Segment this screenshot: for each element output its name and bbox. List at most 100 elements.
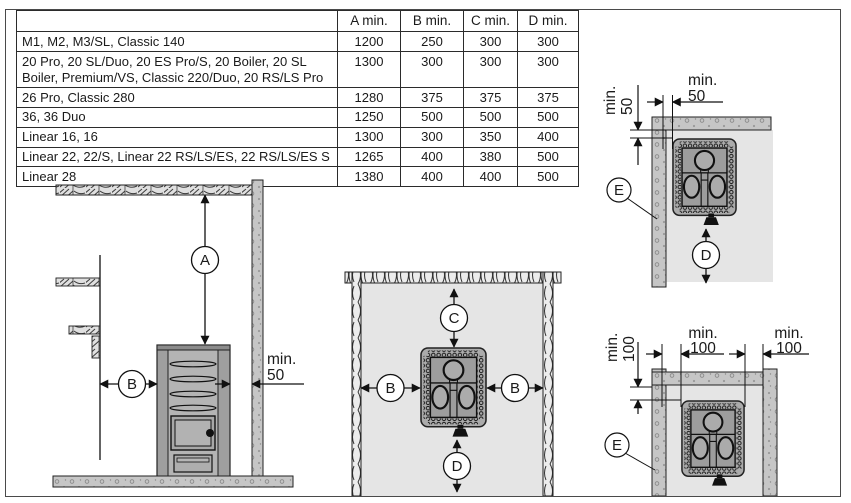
dim-label-a-circle <box>190 245 220 275</box>
b-min-cell: 375 <box>400 87 464 108</box>
d-min-cell: 500 <box>517 166 579 188</box>
models-cell: Linear 16, 16 <box>16 126 338 148</box>
a-min-cell: 1265 <box>337 146 401 168</box>
dim-label-b: B <box>510 380 520 397</box>
table-row: M1, M2, M3/SL, Classic 140 1200 250 300 … <box>16 31 579 53</box>
col-header-c: C min. <box>463 9 518 33</box>
a-min-cell: 1300 <box>337 126 401 148</box>
bench-support <box>91 335 101 359</box>
a-min-cell: 1250 <box>337 106 401 128</box>
svg-text:100: 100 <box>621 336 638 362</box>
dim-label-c: C <box>449 310 460 327</box>
masonry-wall-left <box>651 116 667 288</box>
dim-label-e-circle <box>606 177 632 203</box>
dim-label-e: E <box>612 437 622 454</box>
c-min-cell: 300 <box>463 31 518 53</box>
b-min-cell: 300 <box>400 126 464 148</box>
dim-label-b-circle <box>376 373 405 403</box>
svg-text:min.: min. <box>604 333 621 362</box>
models-cell: 20 Pro, 20 SL/Duo, 20 ES Pro/S, 20 Boile… <box>16 51 338 89</box>
min-label: min. <box>688 72 717 89</box>
floor-section <box>52 475 294 488</box>
log-wall-right <box>542 271 554 496</box>
a-min-cell: 1200 <box>337 31 401 53</box>
min-label: min. <box>267 351 296 368</box>
c-min-cell: 400 <box>463 166 518 188</box>
corner-installation-diagram: min. 50 min. 50 E D <box>602 72 773 288</box>
min-label: min. <box>688 325 717 342</box>
a-min-cell: 1280 <box>337 87 401 108</box>
c-min-cell: 380 <box>463 146 518 168</box>
room-top-view-diagram: C B B D <box>344 271 562 496</box>
d-min-cell: 400 <box>517 126 579 148</box>
models-cell: 36, 36 Duo <box>16 106 338 128</box>
corner-cell <box>16 9 338 33</box>
ceiling-section <box>55 184 253 196</box>
min100-vertical-label: min. 100 <box>604 333 638 362</box>
min50-vertical-label: min. 50 <box>602 86 636 115</box>
c-min-cell: 300 <box>463 51 518 89</box>
models-cell: Linear 22, 22/S, Linear 22 RS/LS/ES, 22 … <box>16 146 338 168</box>
dim-label-c-circle <box>439 303 469 333</box>
dim-label-e: E <box>614 182 624 199</box>
a-min-cell: 1380 <box>337 166 401 188</box>
d-min-cell: 300 <box>517 31 579 53</box>
c-min-cell: 350 <box>463 126 518 148</box>
masonry-wall-left <box>651 368 667 496</box>
dim-label-d-circle <box>691 240 721 270</box>
ash-drawer <box>173 454 213 473</box>
table-row: Linear 22, 22/S, Linear 22 RS/LS/ES, 22 … <box>16 146 579 168</box>
upper-bench <box>55 277 101 287</box>
door-handle <box>206 429 214 437</box>
table-row: 20 Pro, 20 SL/Duo, 20 ES Pro/S, 20 Boile… <box>16 51 579 89</box>
dim-label-d: D <box>701 247 712 264</box>
table-row: Linear 16, 16 1300 300 350 400 <box>16 126 579 148</box>
dim-label-b-circle <box>117 369 147 399</box>
heater-front-view <box>156 344 231 478</box>
side-view-diagram: A B min. 50 <box>52 179 304 488</box>
d-min-cell: 300 <box>517 51 579 89</box>
table-header-row: A min. B min. C min. D min. <box>16 9 579 33</box>
a-min-cell: 1300 <box>337 51 401 89</box>
wall-section <box>251 179 264 477</box>
d-min-cell: 500 <box>517 146 579 168</box>
dim-label-b: B <box>385 380 395 397</box>
b-min-cell: 500 <box>400 106 464 128</box>
min100-value: 100 <box>690 340 716 357</box>
d-min-cell: 375 <box>517 87 579 108</box>
svg-text:50: 50 <box>619 97 636 115</box>
c-min-cell: 500 <box>463 106 518 128</box>
page-border <box>5 9 841 497</box>
dim-label-a: A <box>200 252 210 269</box>
heater-top-view <box>681 400 745 487</box>
b-min-cell: 300 <box>400 51 464 89</box>
masonry-wall-top <box>651 116 772 131</box>
lower-bench <box>68 325 101 335</box>
models-cell: 26 Pro, Classic 280 <box>16 87 338 108</box>
b-min-cell: 400 <box>400 146 464 168</box>
masonry-wall-top <box>651 371 778 386</box>
table-row: 26 Pro, Classic 280 1280 375 375 375 <box>16 87 579 108</box>
dim-label-e-circle <box>604 432 630 458</box>
heater-top-view <box>672 138 737 226</box>
svg-text:min.: min. <box>602 86 619 115</box>
b-min-cell: 400 <box>400 166 464 188</box>
min50-value: 50 <box>688 88 706 105</box>
dim-label-d: D <box>452 458 463 475</box>
col-header-a: A min. <box>337 9 401 33</box>
e-leader-line <box>626 197 658 220</box>
col-header-b: B min. <box>400 9 464 33</box>
min-label: min. <box>774 325 803 342</box>
dim-label-d-circle <box>442 451 472 481</box>
dim-label-b: B <box>127 376 137 393</box>
c-min-cell: 375 <box>463 87 518 108</box>
e-leader-line <box>624 452 656 471</box>
d-min-cell: 500 <box>517 106 579 128</box>
log-wall-top <box>344 271 562 284</box>
min50-value: 50 <box>267 367 285 384</box>
recess-installation-diagram: min. 100 min. 100 min. 100 E <box>604 325 809 496</box>
log-wall-left <box>351 271 362 496</box>
clearance-table: A min. B min. C min. D min. M1, M2, M3/S… <box>16 9 579 188</box>
b-min-cell: 250 <box>400 31 464 53</box>
